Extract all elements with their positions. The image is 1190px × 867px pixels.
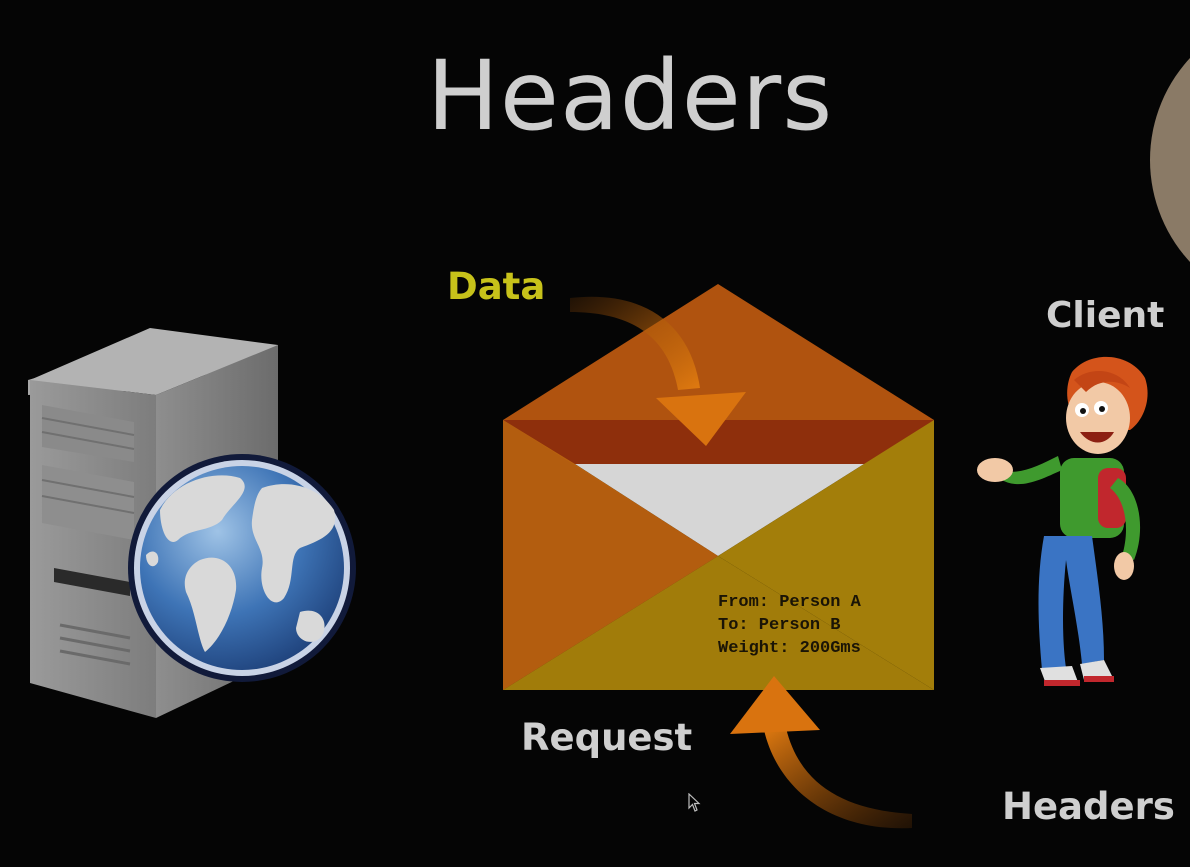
envelope-icon [503,284,934,690]
envelope-line-from: From: Person A [718,593,861,612]
corner-disc-icon [1150,58,1190,262]
headers-arrow-icon [730,676,912,829]
envelope-address-block: From: Person A To: Person B Weight: 200G… [718,591,861,660]
data-arrow-icon [570,296,746,446]
client-label: Client [1046,295,1165,336]
data-label: Data [447,265,546,308]
client-character-icon [977,356,1148,686]
globe-icon [128,454,356,682]
slide-title: Headers [426,40,834,152]
cursor-icon [688,793,701,812]
envelope-line-weight: Weight: 200Gms [718,639,861,658]
envelope-line-to: To: Person B [718,616,841,635]
request-label: Request [521,716,693,759]
headers-label: Headers [1002,785,1175,828]
